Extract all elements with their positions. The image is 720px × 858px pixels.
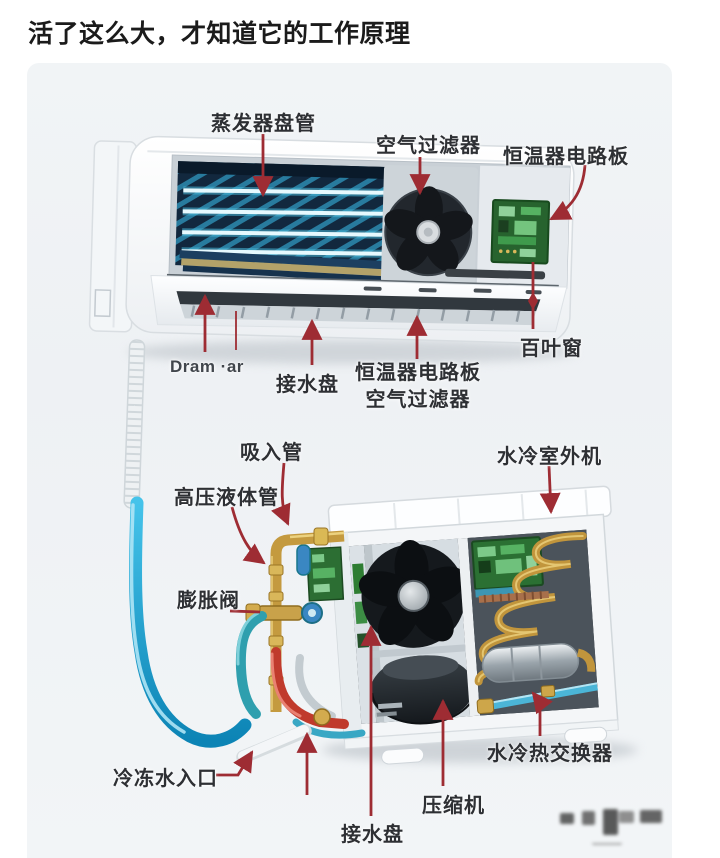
refrigerant-plumbing [235, 527, 366, 764]
label-evaporator-coil: 蒸发器盘管 [211, 113, 316, 135]
leader-thermostat-board-top [549, 164, 587, 221]
indoor-fan [380, 165, 478, 286]
blue-sensor-cylinder [296, 544, 311, 576]
leader-heat-exchanger [531, 691, 553, 736]
outdoor-foot-left [381, 747, 425, 765]
label-compressor: 压缩机 [422, 795, 485, 817]
leader-suction-pipe [270, 462, 291, 526]
bracket-detail [94, 289, 112, 318]
indoor-unit-shadow [127, 340, 577, 364]
outdoor-foot-right [564, 726, 608, 744]
label-hp-liquid-pipe: 高压液体管 [174, 487, 279, 509]
teal-pipe [235, 611, 267, 719]
label-combo-thermostat-board: 恒温器电路板 [355, 362, 481, 384]
leader-outdoor-unit [539, 465, 561, 515]
indoor-chin [150, 274, 568, 333]
chilled-water-hose-blue [129, 496, 252, 748]
label-combo-block: 恒温器电路板 空气过滤器 [350, 360, 486, 414]
label-air-filter-top: 空气过滤器 [376, 135, 481, 157]
leader-chilled-water-inlet [216, 750, 254, 777]
louver-arrow-diamond [528, 292, 538, 310]
label-chilled-water-inlet: 冷冻水入口 [113, 768, 218, 790]
label-louver: 百叶窗 [520, 338, 583, 360]
louver-slot [176, 291, 541, 312]
chilled-water-inlet-pipe [236, 724, 312, 764]
blurred-watermark [556, 804, 668, 850]
hot-gas-pipe-red [270, 647, 349, 729]
post-title: 活了这么大，才知道它的工作原理 [28, 20, 411, 48]
silver-pipe [295, 654, 336, 720]
leader-expansion-valve [229, 609, 261, 614]
indoor-unit [88, 135, 575, 345]
label-drain-caption: Dram ·ar [170, 357, 244, 376]
outdoor-circuit-board [471, 536, 544, 591]
leader-hp-liquid-pipe [230, 506, 266, 565]
label-expansion-valve: 膨胀阀 [177, 590, 240, 612]
outdoor-unit [327, 485, 619, 765]
heat-exchanger-cylinder [481, 642, 596, 683]
label-drain-pan-outdoor: 接水盘 [341, 824, 404, 846]
leader-lines [194, 134, 587, 816]
drain-pan-strip [181, 258, 430, 279]
thin-blue-pipe [292, 718, 366, 739]
label-suction-pipe: 吸入管 [240, 442, 303, 464]
label-heat-exchanger: 水冷热交换器 [487, 743, 613, 765]
label-thermostat-board-top: 恒温器电路板 [503, 146, 629, 168]
outdoor-fan [358, 540, 467, 648]
label-outdoor-unit: 水冷室外机 [497, 446, 602, 468]
label-combo-air-filter: 空气过滤器 [365, 389, 471, 411]
indoor-circuit-board [476, 165, 571, 289]
label-drain-pan-indoor: 接水盘 [276, 374, 339, 396]
drain-hose-corrugated [123, 339, 146, 509]
